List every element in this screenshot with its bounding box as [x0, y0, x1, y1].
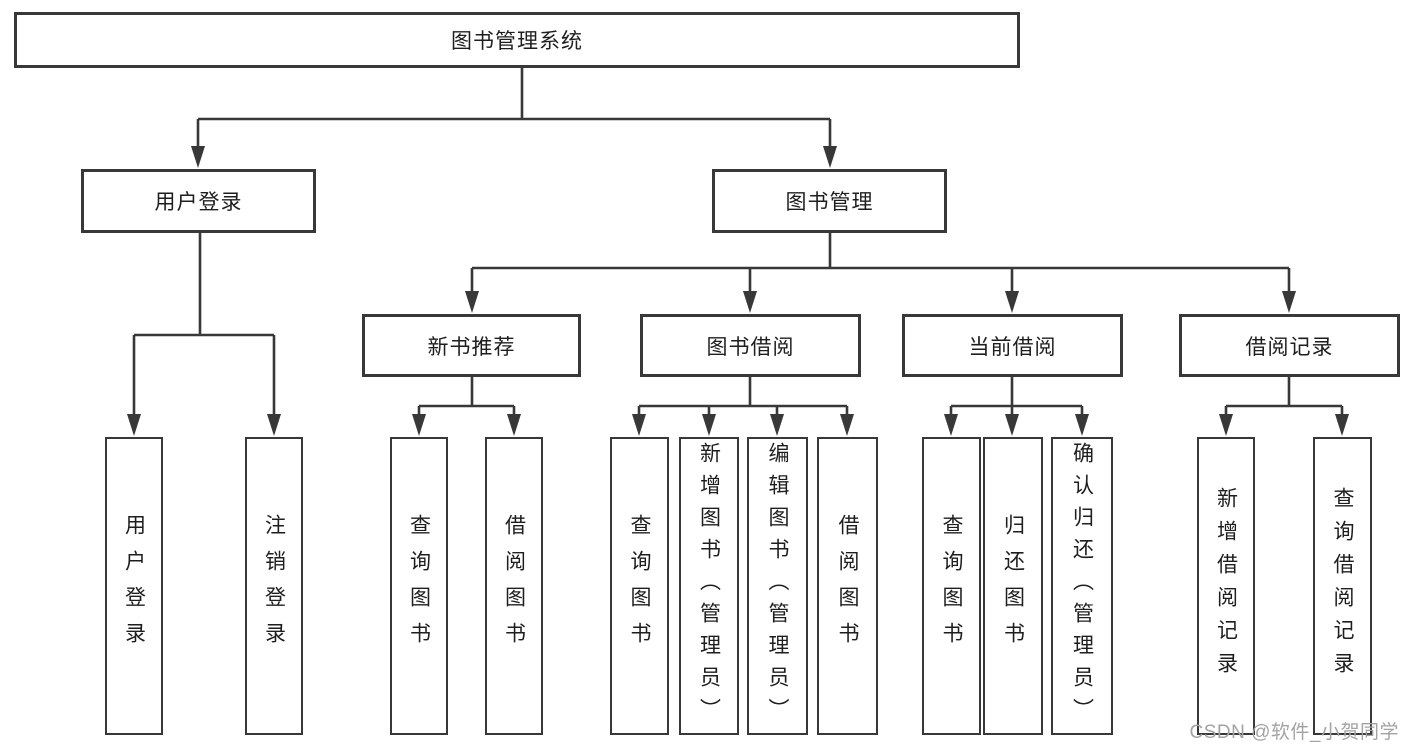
leaf-label: 归还图书	[1001, 514, 1025, 658]
leaf-label: 注销登录	[262, 514, 286, 658]
node-user-login: 用户登录	[81, 169, 316, 233]
node-root-library-system: 图书管理系统	[14, 12, 1020, 68]
leaf-records-query-record: 查询借阅记录	[1313, 437, 1372, 735]
leaf-borrow-edit-books-admin: 编辑图书（管理员）	[747, 437, 808, 735]
leaf-current-return-books: 归还图书	[983, 437, 1043, 735]
leaf-label: 查询图书	[940, 514, 963, 658]
leaf-borrow-add-books-admin: 新增图书（管理员）	[679, 437, 739, 735]
leaf-label: 查询图书	[628, 514, 651, 658]
leaf-records-add-record: 新增借阅记录	[1197, 437, 1255, 735]
leaf-current-query-books: 查询图书	[922, 437, 981, 735]
node-book-borrow: 图书借阅	[640, 314, 861, 377]
leaf-user-login: 用户登录	[105, 437, 163, 735]
leaf-label: 查询图书	[407, 514, 431, 658]
leaf-logout: 注销登录	[245, 437, 303, 735]
leaf-label: 用户登录	[122, 514, 146, 658]
node-borrow-records: 借阅记录	[1179, 314, 1400, 377]
leaf-label: 借阅图书	[836, 514, 859, 658]
node-current-borrow: 当前借阅	[902, 314, 1123, 377]
leaf-recommend-borrow-books: 借阅图书	[485, 437, 543, 735]
node-new-book-recommend: 新书推荐	[362, 314, 581, 377]
leaf-borrow-query-books: 查询图书	[610, 437, 669, 735]
leaf-borrow-borrow-books: 借阅图书	[817, 437, 878, 735]
leaf-label: 确认归还（管理员）	[1070, 442, 1094, 730]
leaf-current-confirm-return-admin: 确认归还（管理员）	[1051, 437, 1113, 735]
leaf-label: 借阅图书	[502, 514, 526, 658]
leaf-recommend-query-books: 查询图书	[390, 437, 448, 735]
csdn-watermark: CSDN @软件_小贺同学	[1189, 722, 1399, 743]
leaf-label: 新增图书（管理员）	[697, 442, 721, 730]
leaf-label: 查询借阅记录	[1331, 487, 1354, 685]
leaf-label: 编辑图书（管理员）	[766, 442, 789, 730]
leaf-label: 新增借阅记录	[1214, 487, 1238, 685]
node-book-management: 图书管理	[712, 169, 947, 233]
